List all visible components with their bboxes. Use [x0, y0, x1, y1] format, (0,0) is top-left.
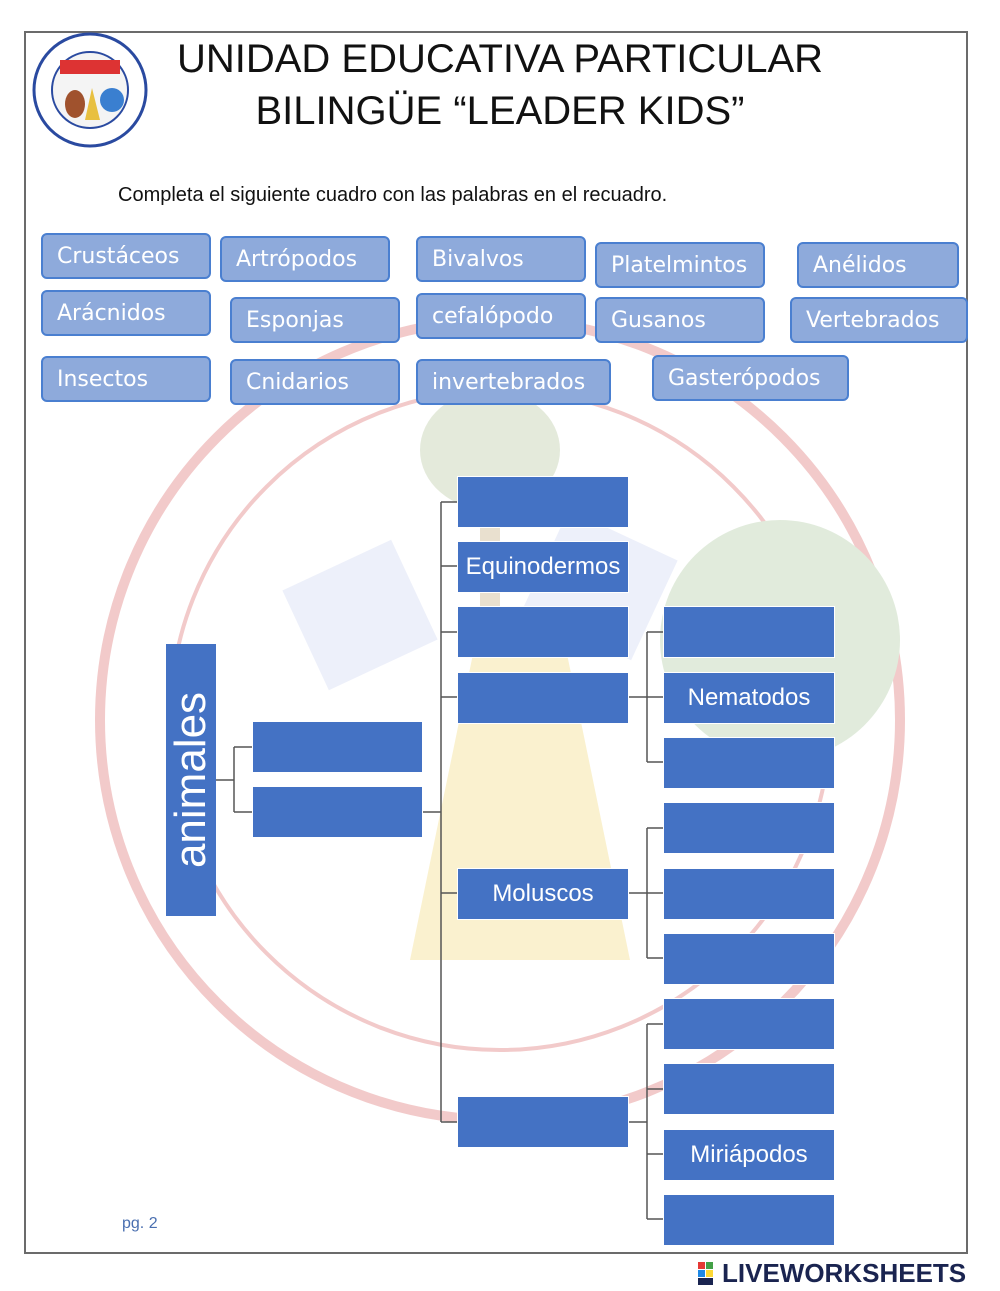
word-chip[interactable]: Anélidos: [797, 242, 959, 288]
drop-box-level4[interactable]: [663, 737, 835, 789]
drop-box-level3[interactable]: [457, 672, 629, 724]
word-chip[interactable]: Insectos: [41, 356, 211, 402]
drop-box-level4[interactable]: [663, 933, 835, 985]
drop-box-level3[interactable]: [457, 476, 629, 528]
drop-box-level3[interactable]: [457, 606, 629, 658]
word-chip[interactable]: Crustáceos: [41, 233, 211, 279]
drop-box-level2[interactable]: [252, 786, 423, 838]
drop-box-level4[interactable]: [663, 868, 835, 920]
word-chip[interactable]: Bivalvos: [416, 236, 586, 282]
node-miriapodos: Miriápodos: [663, 1129, 835, 1181]
drop-box-level4[interactable]: [663, 998, 835, 1050]
node-equinodermos: Equinodermos: [457, 541, 629, 593]
page-frame: [24, 31, 968, 1254]
title-line-1: UNIDAD EDUCATIVA PARTICULAR: [176, 37, 824, 81]
word-chip[interactable]: cefalópodo: [416, 293, 586, 339]
root-node-animales: animales: [166, 644, 216, 916]
node-nematodos: Nematodos: [663, 672, 835, 724]
node-moluscos: Moluscos: [457, 868, 629, 920]
page-number: pg. 2: [122, 1215, 158, 1232]
liveworksheets-icon: [698, 1261, 713, 1285]
word-chip[interactable]: Platelmintos: [595, 242, 765, 288]
word-chip[interactable]: Vertebrados: [790, 297, 968, 343]
drop-box-level4[interactable]: [663, 802, 835, 854]
drop-box-level3[interactable]: [457, 1096, 629, 1148]
root-label: animales: [166, 691, 215, 869]
drop-box-level2[interactable]: [252, 721, 423, 773]
word-chip[interactable]: Gusanos: [595, 297, 765, 343]
drop-box-level4[interactable]: [663, 606, 835, 658]
word-chip[interactable]: Gasterópodos: [652, 355, 849, 401]
liveworksheets-logo: LIVEWORKSHEETS: [698, 1258, 966, 1289]
title-line-2: BILINGÜE “LEADER KIDS”: [255, 89, 745, 133]
word-chip[interactable]: Esponjas: [230, 297, 400, 343]
brand-text: LIVEWORKSHEETS: [722, 1258, 967, 1288]
school-seal-logo: [32, 32, 148, 148]
word-chip[interactable]: Arácnidos: [41, 290, 211, 336]
word-chip[interactable]: invertebrados: [416, 359, 611, 405]
instructions-text: Completa el siguiente cuadro con las pal…: [118, 184, 668, 206]
word-chip[interactable]: Cnidarios: [230, 359, 400, 405]
drop-box-level4[interactable]: [663, 1194, 835, 1246]
drop-box-level4[interactable]: [663, 1063, 835, 1115]
word-chip[interactable]: Artrópodos: [220, 236, 390, 282]
